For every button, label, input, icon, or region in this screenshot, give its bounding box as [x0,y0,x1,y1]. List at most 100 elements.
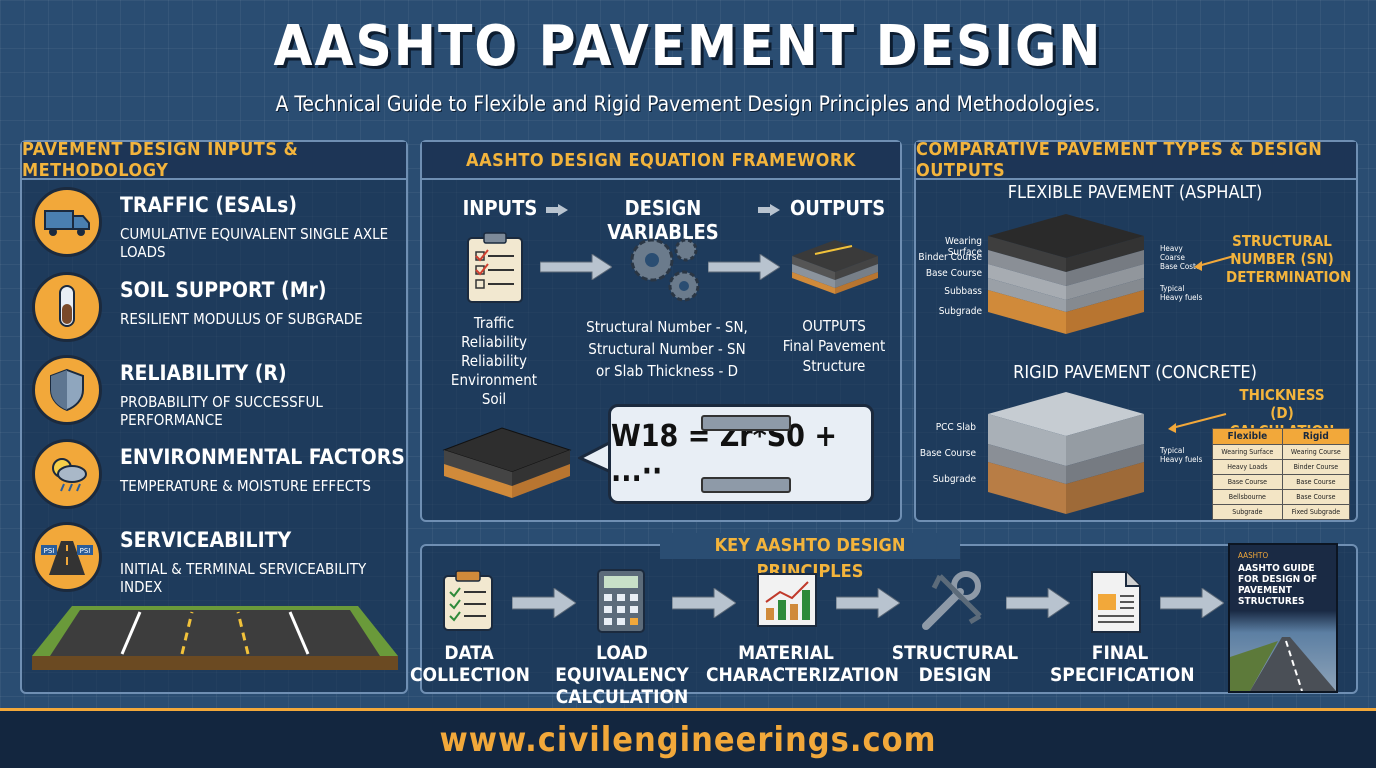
inputs-list-item: Reliability [461,333,527,351]
book-kicker: AASHTO [1238,551,1269,560]
table-cell: Subgrade [1212,504,1283,520]
road-psi-icon: PSI PSI [32,522,102,592]
formula-bar-bottom [701,477,791,493]
pavement-layers-icon [792,240,878,294]
inputs-panel-heading: PAVEMENT DESIGN INPUTS & METHODOLOGY [22,139,406,181]
input-subtitle: TEMPERATURE & MOISTURE EFFECTS [120,477,371,495]
table-cell: Base Course [1281,489,1351,505]
step-material-characterization: MATERIAL CHARACTERIZATION [706,642,899,686]
arrow-right-icon [1006,588,1070,618]
flexible-pavement-diagram [988,214,1144,334]
inputs-list: Traffic Reliability Reliability Environm… [448,314,540,409]
checklist-icon [467,232,523,303]
input-subtitle: PROBABILITY OF SUCCESSFUL PERFORMANCE [120,393,323,429]
input-item-environment: ENVIRONMENTAL FACTORS TEMPERATURE & MOIS… [32,439,412,515]
flexible-note: Heavy Coarse Base Coste [1160,244,1210,271]
input-title: ENVIRONMENTAL FACTORS [120,445,405,469]
rigid-pavement-diagram [988,392,1144,514]
table-cell: Bellsbourne [1212,489,1283,505]
road-illustration [32,606,398,670]
note-line: Typical [1160,446,1185,455]
note-line: Typical [1160,284,1185,293]
input-item-traffic: TRAFFIC (ESALs) CUMULATIVE EQUIVALENT SI… [32,187,412,263]
table-header: Flexible [1212,428,1283,445]
inputs-list-item: Soil [481,390,507,408]
table-cell: Fixed Subgrade [1281,504,1351,520]
rigid-layer: Subgrade [932,474,976,485]
input-item-soil: SOIL SUPPORT (Mr) RESILIENT MODULUS OF S… [32,272,412,348]
step-line: CALCULATION [555,686,689,708]
outputs-line: Structure [802,357,866,375]
principles-panel-heading: KEY AASHTO DESIGN PRINCIPLES [660,533,960,582]
formula-bar-top [701,415,791,431]
table-cell: Heavy Loads [1212,459,1283,475]
step-data-collection: DATA COLLECTION [410,642,530,686]
step-line: FINAL [1091,642,1149,664]
types-panel-heading: COMPARATIVE PAVEMENT TYPES & DESIGN OUTP… [916,139,1356,181]
aashto-equation: W18 = Zr*S0 + ...·· [608,404,874,504]
note-line: Heavy fuels [1160,293,1203,302]
table-cell: Wearing Course [1281,444,1351,460]
gears-icon [630,238,700,302]
callout-arrow-icon [1194,255,1235,271]
rigid-layer: PCC Slab [935,422,976,433]
flexible-layer: Subbass [944,286,982,297]
principles-panel [420,544,1358,694]
document-icon [1091,571,1141,633]
table-header: Rigid [1281,428,1351,445]
rigid-note: Typical Heavy fuels [1160,446,1210,464]
callout-line: DETERMINATION [1226,268,1352,286]
arrow-right-icon [708,254,780,280]
note-line: Coarse [1160,253,1185,262]
flexible-layer: Binder Course [918,252,982,263]
weather-icon [32,439,102,509]
note-line: Base Coste [1160,262,1201,271]
table-cell: Binder Course [1281,459,1351,475]
footer: www.civilengineerings.com [0,708,1376,768]
asphalt-slab-icon [442,427,572,498]
step-line: STRUCTURAL [891,642,1019,664]
variables-line: Structural Number - SN, [586,318,748,336]
arrow-right-icon [512,588,576,618]
input-title: RELIABILITY (R) [120,361,287,385]
table-cell: Base Course [1212,474,1283,490]
page-title: AASHTO PAVEMENT DESIGN [273,14,1103,79]
input-title: SOIL SUPPORT (Mr) [120,278,327,302]
svg-text:PSI: PSI [80,547,91,555]
outputs-line: Final Pavement [782,337,886,355]
wrench-caliper-icon [922,571,982,630]
truck-icon [32,187,102,257]
rigid-layer: Base Course [919,448,976,459]
arrow-right-icon [1160,588,1224,618]
flexible-title: FLEXIBLE PAVEMENT (ASPHALT) [1007,182,1263,203]
note-line: Heavy fuels [1160,455,1203,464]
svg-text:PSI: PSI [44,547,55,555]
step-load-equivalency: LOAD EQUIVALENCY CALCULATION [540,642,704,708]
inputs-list-item: Traffic [473,314,515,332]
input-subtitle: RESILIENT MODULUS OF SUBGRADE [120,310,363,328]
footer-url[interactable]: www.civilengineerings.com [439,719,937,760]
arrow-right-icon [540,254,612,280]
arrow-right-icon [836,588,900,618]
variables-line: or Slab Thickness - D [595,362,739,380]
outputs-line: OUTPUTS [802,317,866,335]
flow-variables-label: DESIGN VARIABLES [607,196,719,244]
step-structural-design: STRUCTURAL DESIGN [890,642,1020,686]
step-line: DATA [444,642,494,664]
flexible-layer: Base Course [925,268,982,279]
equation-panel-heading: AASHTO DESIGN EQUATION FRAMEWORK [422,142,900,180]
page-subtitle: A Technical Guide to Flexible and Rigid … [275,92,1101,116]
input-title: SERVICEABILITY [120,528,292,552]
callout-line: THICKNESS (D) [1239,386,1325,422]
step-line: SPECIFICATION [1050,664,1195,686]
step-final-specification: FINAL SPECIFICATION [1050,642,1195,686]
rigid-title: RIGID PAVEMENT (CONCRETE) [1013,362,1257,383]
outputs-text: OUTPUTS Final Pavement Structure [776,316,892,376]
step-line: LOAD EQUIVALENCY [555,642,689,686]
step-line: DESIGN [918,664,992,686]
